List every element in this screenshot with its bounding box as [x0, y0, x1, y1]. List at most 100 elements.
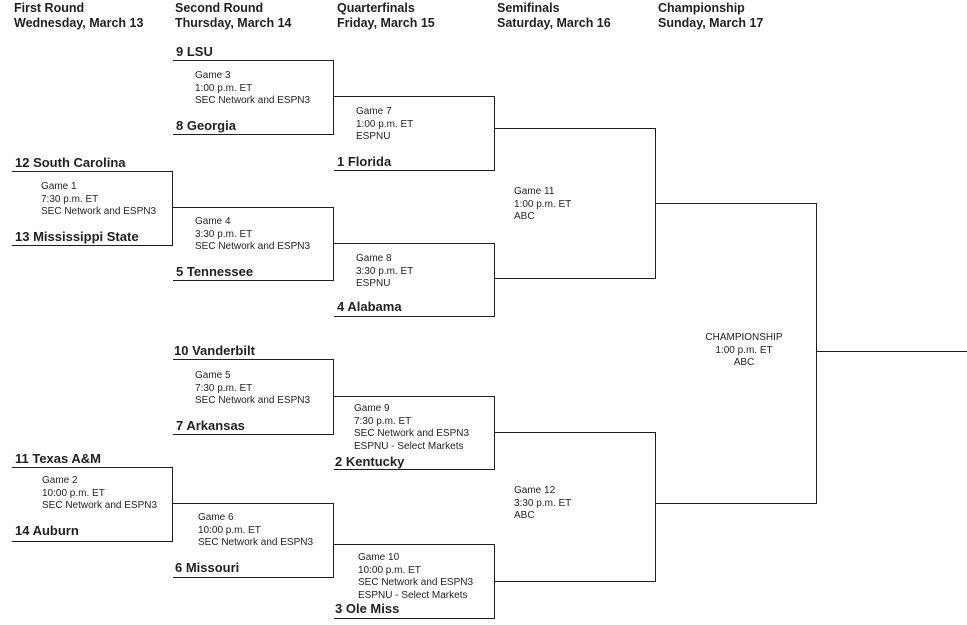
- game-name: Game 10: [358, 552, 400, 563]
- bracket-line: [334, 316, 495, 317]
- round-header-quarterfinals: Quarterfinals Friday, March 15: [337, 1, 435, 31]
- game-name: Game 12: [514, 485, 556, 496]
- bracket-line: [333, 359, 334, 435]
- bracket-line: [494, 544, 495, 619]
- bracket-line: [334, 469, 495, 470]
- game-time: 1:00 p.m. ET: [715, 344, 773, 356]
- game-network: ESPNU: [356, 131, 391, 142]
- game-time: 1:00 p.m. ET: [195, 82, 253, 94]
- game-name: Game 8: [356, 253, 392, 264]
- game-network: SEC Network and ESPN3: [198, 537, 314, 548]
- round-header-semifinals: Semifinals Saturday, March 16: [497, 1, 611, 31]
- game-network: SEC Network and ESPN3: [354, 428, 470, 439]
- game-time: 3:30 p.m. ET: [195, 228, 253, 240]
- team-south-carolina: 12 South Carolina: [15, 155, 126, 170]
- bracket-line: [494, 396, 495, 470]
- bracket-line: [173, 434, 334, 435]
- bracket-line: [334, 243, 495, 244]
- game-time: 10:00 p.m. ET: [198, 524, 261, 536]
- round-name: Championship: [658, 1, 745, 15]
- bracket-line: [655, 432, 656, 582]
- game-network: SEC Network and ESPN3: [195, 395, 311, 406]
- game-12-info: Game 12 3:30 p.m. ET ABC: [514, 485, 571, 523]
- round-name: First Round: [14, 1, 85, 15]
- game-7-info: Game 7 1:00 p.m. ET ESPNU: [356, 106, 413, 144]
- bracket-line: [172, 171, 173, 246]
- bracket-line: [495, 128, 656, 129]
- team-ole-miss: 3 Ole Miss: [335, 601, 400, 616]
- round-header-second: Second Round Thursday, March 14: [175, 1, 291, 31]
- team-vanderbilt: 10 Vanderbilt: [174, 343, 255, 358]
- bracket-line: [173, 207, 334, 208]
- game-name: Game 5: [195, 370, 231, 381]
- game-network: SEC Network and ESPN3: [41, 206, 157, 217]
- bracket-line: [655, 128, 656, 279]
- bracket-line: [494, 96, 495, 171]
- game-time: 7:30 p.m. ET: [195, 382, 253, 394]
- game-10-info: Game 10 10:00 p.m. ET SEC Network and ES…: [358, 552, 473, 602]
- round-name: Quarterfinals: [337, 1, 415, 15]
- bracket-line: [333, 207, 334, 281]
- round-header-first: First Round Wednesday, March 13: [14, 1, 143, 31]
- game-time: 7:30 p.m. ET: [354, 415, 412, 427]
- game-name: Game 1: [41, 181, 77, 192]
- round-date: Friday, March 15: [337, 16, 435, 30]
- team-texas-am: 11 Texas A&M: [15, 451, 101, 466]
- game-network: ABC: [733, 357, 755, 368]
- championship-game-info: CHAMPIONSHIP 1:00 p.m. ET ABC: [684, 332, 804, 370]
- game-network: ABC: [514, 211, 535, 222]
- bracket-line: [12, 171, 173, 172]
- bracket-line: [495, 432, 656, 433]
- game-name: Game 11: [514, 186, 555, 197]
- team-alabama: 4 Alabama: [337, 299, 402, 314]
- team-auburn: 14 Auburn: [15, 523, 79, 538]
- game-6-info: Game 6 10:00 p.m. ET SEC Network and ESP…: [198, 512, 313, 550]
- bracket-line: [173, 503, 334, 504]
- game-network: ABC: [514, 510, 535, 521]
- game-name: Game 9: [354, 403, 390, 414]
- game-network: ESPNU: [356, 278, 391, 289]
- bracket-line: [656, 203, 817, 204]
- game-4-info: Game 4 3:30 p.m. ET SEC Network and ESPN…: [195, 216, 310, 254]
- round-name: Semifinals: [497, 1, 560, 15]
- game-name: Game 3: [195, 70, 231, 81]
- bracket-line: [173, 280, 334, 281]
- team-arkansas: 7 Arkansas: [176, 418, 245, 433]
- game-time: 7:30 p.m. ET: [41, 193, 99, 205]
- bracket-line: [173, 134, 334, 135]
- round-date: Saturday, March 16: [497, 16, 611, 30]
- game-time: 10:00 p.m. ET: [42, 487, 105, 499]
- game-3-info: Game 3 1:00 p.m. ET SEC Network and ESPN…: [195, 70, 310, 108]
- round-date: Thursday, March 14: [175, 16, 292, 30]
- game-name: Game 4: [195, 216, 231, 227]
- bracket-line: [495, 278, 656, 279]
- bracket-line: [334, 170, 495, 171]
- bracket-line: [172, 467, 173, 542]
- round-date: Wednesday, March 13: [14, 16, 144, 30]
- bracket-line: [334, 96, 495, 97]
- game-network: SEC Network and ESPN3: [195, 95, 311, 106]
- game-9-info: Game 9 7:30 p.m. ET SEC Network and ESPN…: [354, 403, 469, 453]
- team-kentucky: 2 Kentucky: [335, 454, 405, 469]
- round-name: Second Round: [175, 1, 264, 15]
- game-8-info: Game 8 3:30 p.m. ET ESPNU: [356, 253, 413, 291]
- game-5-info: Game 5 7:30 p.m. ET SEC Network and ESPN…: [195, 370, 310, 408]
- game-network: SEC Network and ESPN3: [358, 577, 474, 588]
- team-mississippi-state: 13 Mississippi State: [15, 229, 139, 244]
- bracket-line: [334, 544, 495, 545]
- bracket-line: [494, 243, 495, 317]
- game-name: Game 6: [198, 512, 234, 523]
- bracket-line: [656, 503, 817, 504]
- game-time: 3:30 p.m. ET: [356, 265, 414, 277]
- bracket-line: [12, 467, 173, 468]
- bracket-line: [173, 577, 334, 578]
- bracket-line: [334, 396, 495, 397]
- team-missouri: 6 Missouri: [175, 560, 240, 575]
- round-header-championship: Championship Sunday, March 17: [658, 1, 763, 31]
- bracket-line: [334, 618, 495, 619]
- team-lsu: 9 LSU: [176, 44, 213, 59]
- game-name: Game 7: [356, 106, 392, 117]
- bracket-line: [333, 60, 334, 135]
- game-time: 3:30 p.m. ET: [514, 497, 572, 509]
